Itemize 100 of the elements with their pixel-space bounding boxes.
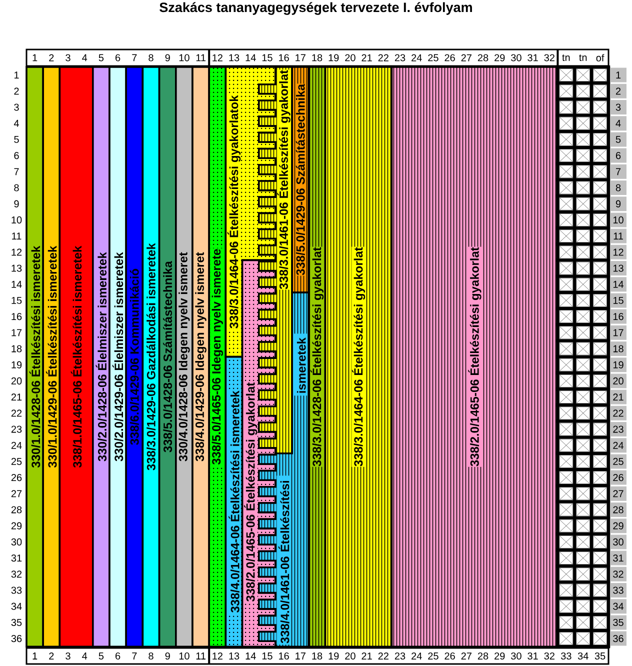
- column-header: tn: [562, 54, 570, 62]
- row-number: 4: [14, 120, 19, 127]
- row-number: 28: [11, 506, 22, 514]
- row-number: 36: [610, 631, 626, 646]
- column-number: 9: [165, 652, 170, 660]
- row-number: 24: [11, 442, 22, 449]
- column-number: 8: [148, 652, 154, 660]
- column-number: 10: [179, 54, 190, 62]
- row-number: 19: [610, 358, 626, 372]
- column-number: 33: [561, 652, 572, 660]
- row-number: 13: [12, 264, 22, 272]
- schedule-bar: 338/3.0/1461-06 Ételkészítési gyakorlat: [258, 66, 293, 454]
- row-number: 13: [610, 261, 626, 276]
- column-number: 6: [116, 652, 120, 660]
- row-number: 3: [14, 104, 19, 111]
- column-number: 34: [578, 652, 588, 660]
- row-number: 17: [610, 325, 626, 340]
- schedule-bar: 338/5.0/1429-06 Számítástechnika: [291, 66, 310, 294]
- row-number: 2: [610, 84, 626, 98]
- column-number: 4: [82, 652, 88, 660]
- schedule-bar: 330/1.0/1429-06 Ételkészítési ismeretek: [42, 66, 61, 648]
- row-number: 1: [14, 72, 19, 78]
- row-number: 2: [14, 88, 19, 95]
- column-number: 11: [196, 652, 206, 660]
- column-number: 17: [296, 652, 306, 660]
- column-number: 3: [66, 652, 70, 660]
- schedule-bar: 338/1.0/1465-06 Ételkészítési ismeretek: [58, 66, 94, 648]
- schedule-bar: 338/3.0/1428-06 Ételkészítési gyakorlat: [308, 66, 326, 648]
- column-number: 12: [212, 652, 222, 660]
- column-number: 19: [328, 54, 339, 62]
- column-number: 15: [262, 652, 272, 660]
- schedule-bar: 338/2.0/1465-06 Ételkészítési gyakorlat: [390, 66, 559, 648]
- row-number: 11: [12, 232, 22, 240]
- schedule-bar: 330/2.0/1429-06 Élelmiszer ismeretek: [108, 66, 127, 648]
- column-number: 19: [328, 652, 339, 660]
- row-number: 30: [610, 534, 626, 550]
- row-number: 3: [610, 100, 626, 114]
- row-number: 30: [11, 538, 22, 546]
- column-number: 10: [179, 652, 190, 660]
- column-number: 20: [345, 54, 356, 62]
- row-number: 14: [12, 280, 22, 288]
- column-number: 17: [296, 54, 306, 62]
- row-number: 26: [11, 474, 22, 482]
- column-number: 20: [345, 652, 356, 660]
- row-number: 20: [610, 374, 626, 388]
- row-number: 35: [610, 615, 626, 630]
- column-number: 1: [32, 652, 38, 660]
- row-number: 10: [610, 212, 626, 228]
- column-number: 35: [594, 652, 606, 660]
- row-number: 32: [11, 570, 22, 578]
- row-number: 23: [610, 422, 626, 436]
- row-number: 23: [11, 426, 22, 433]
- column-number: 6: [116, 54, 120, 62]
- row-number: 12: [610, 244, 626, 260]
- row-number: 17: [12, 329, 22, 336]
- row-number: 12: [12, 248, 22, 256]
- column-number: 23: [394, 54, 406, 62]
- schedule-bar: 338/4.0/1464-06 Ételkészítési ismeretek: [224, 356, 244, 648]
- column-number: 11: [196, 54, 206, 62]
- row-number: 4: [610, 116, 626, 131]
- schedule-bar: 338/4.0/1429-06 Idegen nyelv ismeret: [192, 66, 210, 648]
- row-number: 25: [610, 454, 626, 469]
- row-number: 27: [610, 486, 626, 501]
- row-number: 9: [610, 196, 626, 212]
- row-number: 31: [610, 550, 626, 566]
- column-number: 7: [132, 54, 137, 62]
- row-number: 16: [610, 309, 626, 324]
- row-number: 22: [11, 410, 22, 417]
- row-number: 10: [12, 216, 22, 224]
- column-number: 7: [132, 652, 137, 660]
- row-number: 34: [11, 602, 22, 610]
- row-number: 36: [11, 635, 22, 642]
- schedule-bar: 338/3.0/1464-06 Ételkészítési gyakorlat: [324, 66, 393, 648]
- row-number: 6: [610, 148, 626, 163]
- schedule-bar: 330/2.0/1428-06 Élelmiszer ismeretek: [92, 66, 110, 648]
- row-number: 8: [610, 180, 626, 195]
- column-number: 12: [212, 54, 222, 62]
- row-number: 21: [610, 390, 626, 404]
- column-number: 21: [362, 652, 372, 660]
- row-number: 29: [11, 522, 22, 530]
- column-number: 24: [412, 54, 422, 62]
- row-number: 6: [14, 152, 19, 160]
- column-number: 13: [229, 54, 240, 62]
- row-number: 19: [12, 361, 22, 368]
- row-number: 26: [610, 470, 626, 485]
- column-number: 15: [262, 54, 272, 62]
- row-number: 5: [14, 136, 19, 143]
- row-number: 14: [610, 277, 626, 292]
- row-number: 18: [610, 342, 626, 356]
- column-number: 2: [49, 652, 54, 660]
- row-number: 7: [14, 168, 19, 176]
- row-number: 31: [11, 554, 22, 562]
- row-number: 5: [610, 132, 626, 147]
- row-number: 35: [11, 618, 22, 626]
- column-number: 2: [49, 54, 54, 62]
- column-number: 21: [362, 54, 372, 62]
- column-number: 18: [312, 54, 322, 62]
- column-number: 16: [279, 652, 289, 660]
- row-number: 24: [610, 438, 626, 453]
- column-number: 5: [98, 652, 104, 660]
